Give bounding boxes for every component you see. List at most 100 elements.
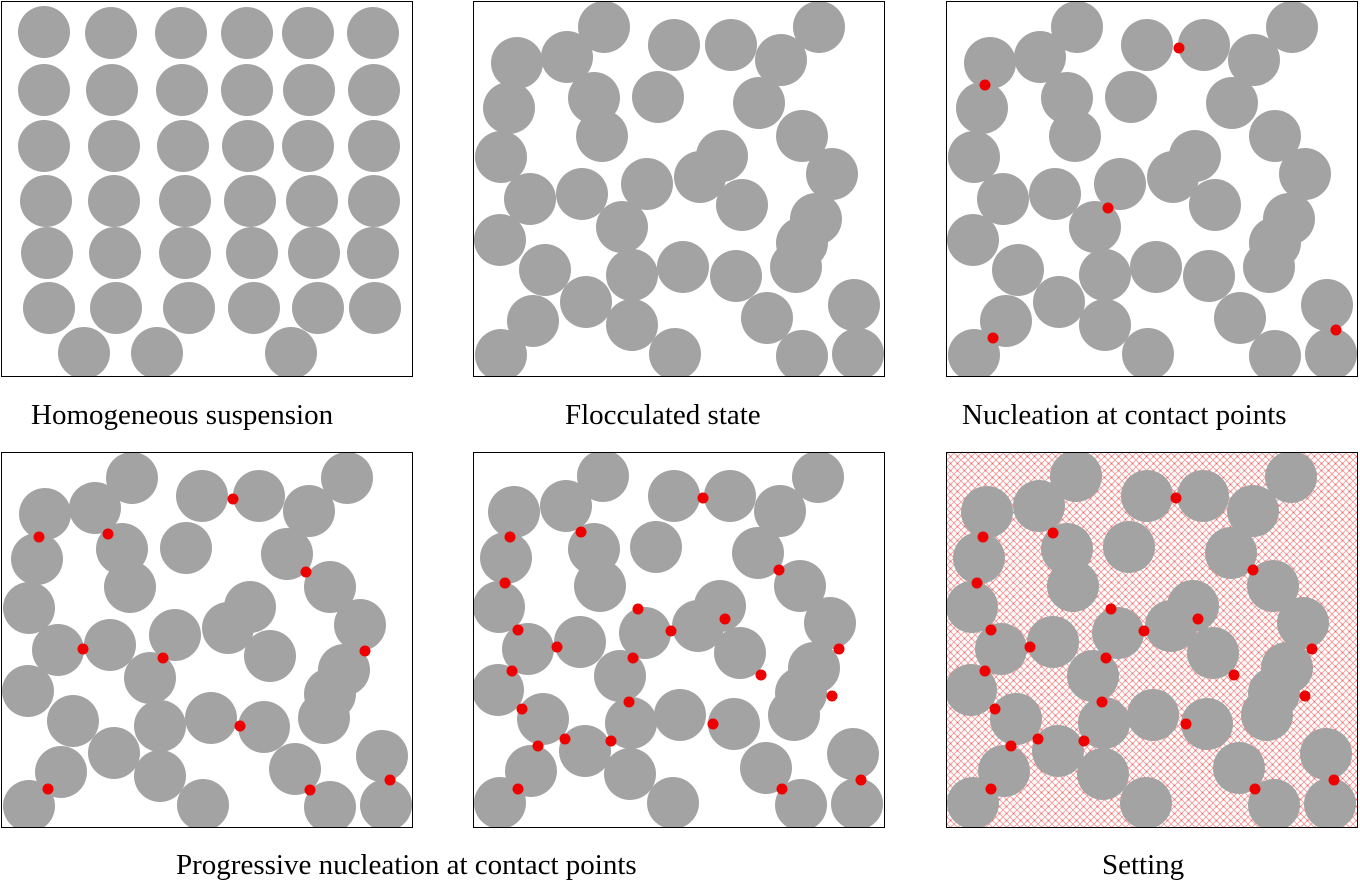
particle <box>710 250 762 302</box>
homogeneous-suspension-canvas <box>18 6 401 376</box>
particle <box>1094 158 1146 210</box>
panel-progressive-nucleation-b <box>473 452 885 828</box>
particle <box>282 7 334 59</box>
particle <box>1051 2 1103 53</box>
particle <box>348 64 400 116</box>
particle <box>1122 328 1174 376</box>
particle <box>222 120 274 172</box>
particle <box>18 120 70 172</box>
particle <box>1189 179 1241 231</box>
particle <box>619 607 671 659</box>
particle <box>304 781 356 827</box>
particle <box>832 328 884 376</box>
particle <box>755 34 807 86</box>
nucleation-point <box>1180 718 1192 730</box>
particle <box>831 778 883 827</box>
particle <box>159 175 211 227</box>
particle <box>1249 110 1301 162</box>
nucleation-point <box>1306 643 1318 655</box>
particle <box>360 779 412 827</box>
particle <box>1177 470 1229 522</box>
particle <box>648 470 700 522</box>
nucleation-point <box>833 643 845 655</box>
nucleation-point <box>719 613 731 625</box>
particle <box>632 71 684 123</box>
nucleation-point <box>1105 603 1117 615</box>
particle <box>475 131 527 183</box>
particle <box>708 698 760 750</box>
particle <box>58 327 110 376</box>
particle <box>321 453 373 504</box>
particle <box>1181 698 1233 750</box>
nucleation-point <box>987 332 999 344</box>
particle <box>948 329 1000 376</box>
particle <box>2 665 54 717</box>
particle <box>11 533 63 585</box>
particle <box>88 120 140 172</box>
particle <box>604 748 656 800</box>
progressive-nucleation-b-canvas <box>474 453 883 827</box>
particle <box>793 2 845 53</box>
nucleation-point <box>665 625 677 637</box>
progressive-nucleation-a-canvas <box>2 453 412 827</box>
particle <box>221 7 273 59</box>
nucleation-point <box>623 696 635 708</box>
nucleation-point <box>1024 641 1036 653</box>
particle <box>540 480 592 532</box>
nucleation-point <box>1249 783 1261 795</box>
particle <box>975 623 1027 675</box>
particle <box>1227 485 1279 537</box>
particle <box>1300 728 1352 780</box>
panel-nucleation-contact-points <box>946 1 1358 377</box>
particle <box>754 485 806 537</box>
particle <box>347 227 399 279</box>
nucleation-point <box>985 783 997 795</box>
nucleation-point <box>755 669 767 681</box>
nucleation-point <box>1102 202 1114 214</box>
particle <box>292 282 344 334</box>
particle <box>990 693 1042 745</box>
nucleation-point <box>855 774 867 786</box>
particle <box>605 697 657 749</box>
particle <box>554 616 606 668</box>
particle <box>156 64 208 116</box>
nucleation-point <box>605 735 617 747</box>
nucleation-point <box>826 690 838 702</box>
particle <box>226 227 278 279</box>
particle <box>578 2 630 53</box>
nucleation-point <box>977 531 989 543</box>
particle <box>3 780 55 827</box>
nucleation-point <box>42 783 54 795</box>
particle <box>648 19 700 71</box>
nucleation-point <box>33 531 45 543</box>
nucleation-point <box>157 652 169 664</box>
panel-progressive-nucleation-a <box>1 452 413 828</box>
nucleation-point <box>102 528 114 540</box>
nucleation-point <box>532 740 544 752</box>
particle <box>948 131 1000 183</box>
particle <box>606 299 658 351</box>
particle <box>85 7 137 59</box>
particle <box>775 779 827 827</box>
setting-canvas <box>947 453 1357 827</box>
particle <box>574 560 626 612</box>
particle <box>334 599 386 651</box>
particle <box>1032 725 1084 777</box>
particle <box>672 600 724 652</box>
particle <box>654 689 706 741</box>
nucleation-point <box>985 624 997 636</box>
particle <box>1247 560 1299 612</box>
particle <box>1279 148 1331 200</box>
particle <box>1265 453 1317 503</box>
nucleation-point <box>1173 42 1185 54</box>
nucleation-point <box>304 784 316 796</box>
particle <box>1243 241 1295 293</box>
particle <box>716 179 768 231</box>
nucleation-point <box>559 733 571 745</box>
nucleation-point <box>512 624 524 636</box>
particle <box>947 214 999 266</box>
nucleation-point <box>1192 613 1204 625</box>
nucleation-point <box>227 493 239 505</box>
nucleation-point <box>359 645 371 657</box>
